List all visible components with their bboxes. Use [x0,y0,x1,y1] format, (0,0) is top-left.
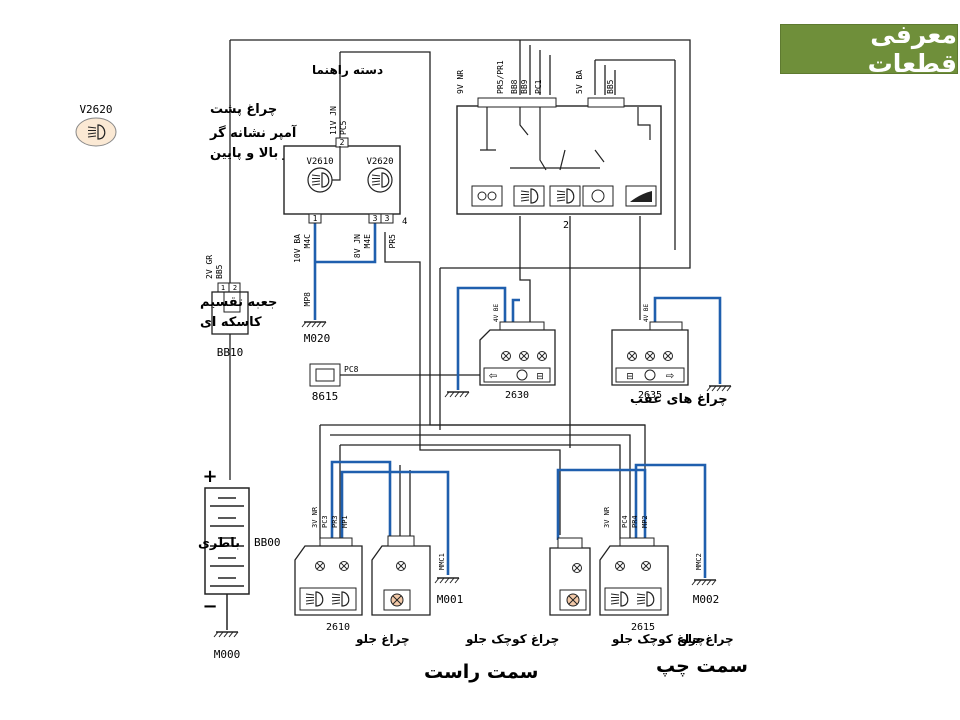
small-front-lamp-left-label: چراغ کوچک جلو [611,632,705,647]
svg-text:2: 2 [563,220,569,231]
harness-wires-top [229,39,691,540]
svg-text:2: 2 [233,284,237,292]
svg-text:4V BE: 4V BE [493,304,500,322]
svg-text:MP1: MP1 [341,515,349,528]
svg-text:1: 1 [313,214,318,223]
svg-text:PC5: PC5 [339,120,348,135]
svg-text:PR3: PR3 [331,515,339,528]
svg-text:M4C: M4C [303,234,312,249]
svg-text:3: 3 [385,214,390,223]
svg-text:9V NR: 9V NR [456,70,465,94]
svg-text:BB5: BB5 [215,264,224,279]
fuse-box-bb10: 2V GR BB5 1 2 BB10 [205,255,249,359]
svg-text:PR5/PR1: PR5/PR1 [496,60,505,94]
svg-text:3V NR: 3V NR [311,506,319,528]
svg-text:M4E: M4E [363,234,372,249]
svg-text:BB8: BB8 [510,79,519,94]
svg-text:PC1: PC1 [534,79,543,94]
svg-text:⊟: ⊟ [626,372,634,382]
svg-text:4: 4 [402,217,407,227]
legend-line-3: نور بالا و پایین [210,146,303,161]
svg-text:BB10: BB10 [217,346,244,359]
battery: + − M000 BB00 [202,466,280,661]
front-lamp-left-label: چراغ جلو [679,632,734,647]
svg-text:MP8: MP8 [303,292,312,307]
rear-lamps-label: چراغ های عقب [630,392,728,407]
svg-text:10V BA: 10V BA [293,234,302,263]
svg-text:BB9: BB9 [520,79,529,94]
svg-text:8615: 8615 [312,390,339,403]
connector-8615: PC8 8615 [309,363,359,403]
legend-line-1: چراغ پشت [210,102,277,117]
legend-headlamp-icon: V2620 [75,103,117,147]
svg-text:⇨: ⇨ [666,371,674,382]
svg-text:2V GR: 2V GR [205,255,214,279]
svg-text:2615: 2615 [631,622,655,633]
svg-text:MMC1: MMC1 [438,553,446,570]
svg-text:MMC2: MMC2 [695,553,703,570]
svg-text:⇦: ⇦ [489,371,497,382]
svg-text:1: 1 [221,284,225,292]
control-module: 9V NR PR5/PR1 BB8 BB9 PC1 5V BA BB5 2 [456,60,662,231]
page-title-banner: معرفی قطعات [780,20,958,78]
stalk-switch: 2 11V JN PC5 V2610 V2620 1 3 3 4 10V BA … [283,106,407,345]
svg-text:2610: 2610 [326,622,350,633]
svg-text:BB00: BB00 [254,536,281,549]
svg-text:V2620: V2620 [366,157,393,167]
svg-text:BB5: BB5 [606,79,615,94]
legend-line-2: آمپر نشانه گر [209,124,297,141]
svg-text:4V BE: 4V BE [643,304,650,322]
ground-m001: M001 [437,593,464,606]
front-lamp-2610: 3V NR PC3 PR3 MP1 2610 MMC1 M001 [294,506,464,633]
battery-label: باطری [198,536,240,551]
ground-rear-right [706,385,732,392]
front-lamp-right-label: چراغ جلو [355,632,410,647]
svg-text:PC3: PC3 [321,515,329,528]
svg-text:8V JN: 8V JN [353,234,362,258]
small-front-lamp-right-label: چراغ کوچک جلو [465,632,559,647]
rear-lamp-2635: 4V BE ⊟ ⇨ 2635 [611,304,689,401]
svg-text:11V JN: 11V JN [329,106,338,135]
svg-text:PR5: PR5 [388,234,397,249]
ground-m002: M002 [693,593,720,606]
svg-text:5V BA: 5V BA [575,70,584,94]
stalk-label: دسته راهنما [312,63,383,77]
svg-text:V2610: V2610 [306,157,333,167]
right-side-label: سمت راست [424,661,538,683]
fusebox-label-1: جعبه تقسیم [200,295,277,310]
ground-m020: M020 [304,332,331,345]
svg-text:2630: 2630 [505,390,529,401]
ground-rear-left [444,391,470,398]
svg-text:2: 2 [340,138,345,147]
svg-text:3: 3 [373,214,378,223]
svg-text:⊟: ⊟ [536,372,544,382]
svg-text:MP2: MP2 [641,515,649,528]
front-lamp-2615: 3V NR PC4 PR4 MP2 2615 MMC2 M002 [549,506,720,633]
svg-text:−: − [202,596,217,617]
highlighted-wires [313,220,722,578]
svg-text:2635: 2635 [638,390,662,401]
ground-m000: M000 [214,648,241,661]
svg-text:PR4: PR4 [631,515,639,528]
left-side-label: سمت چپ [656,655,748,677]
svg-text:3V NR: 3V NR [603,506,611,528]
svg-text:PC4: PC4 [621,515,629,528]
page-title: معرفی قطعات [867,20,957,78]
fusebox-label-2: کاسکه ای [200,315,262,330]
svg-text:+: + [202,466,217,487]
svg-text:V2620: V2620 [79,103,112,116]
svg-text:PC8: PC8 [344,365,359,374]
rear-lamp-2630: 4V BE ⇦ ⊟ 2630 [479,304,556,401]
